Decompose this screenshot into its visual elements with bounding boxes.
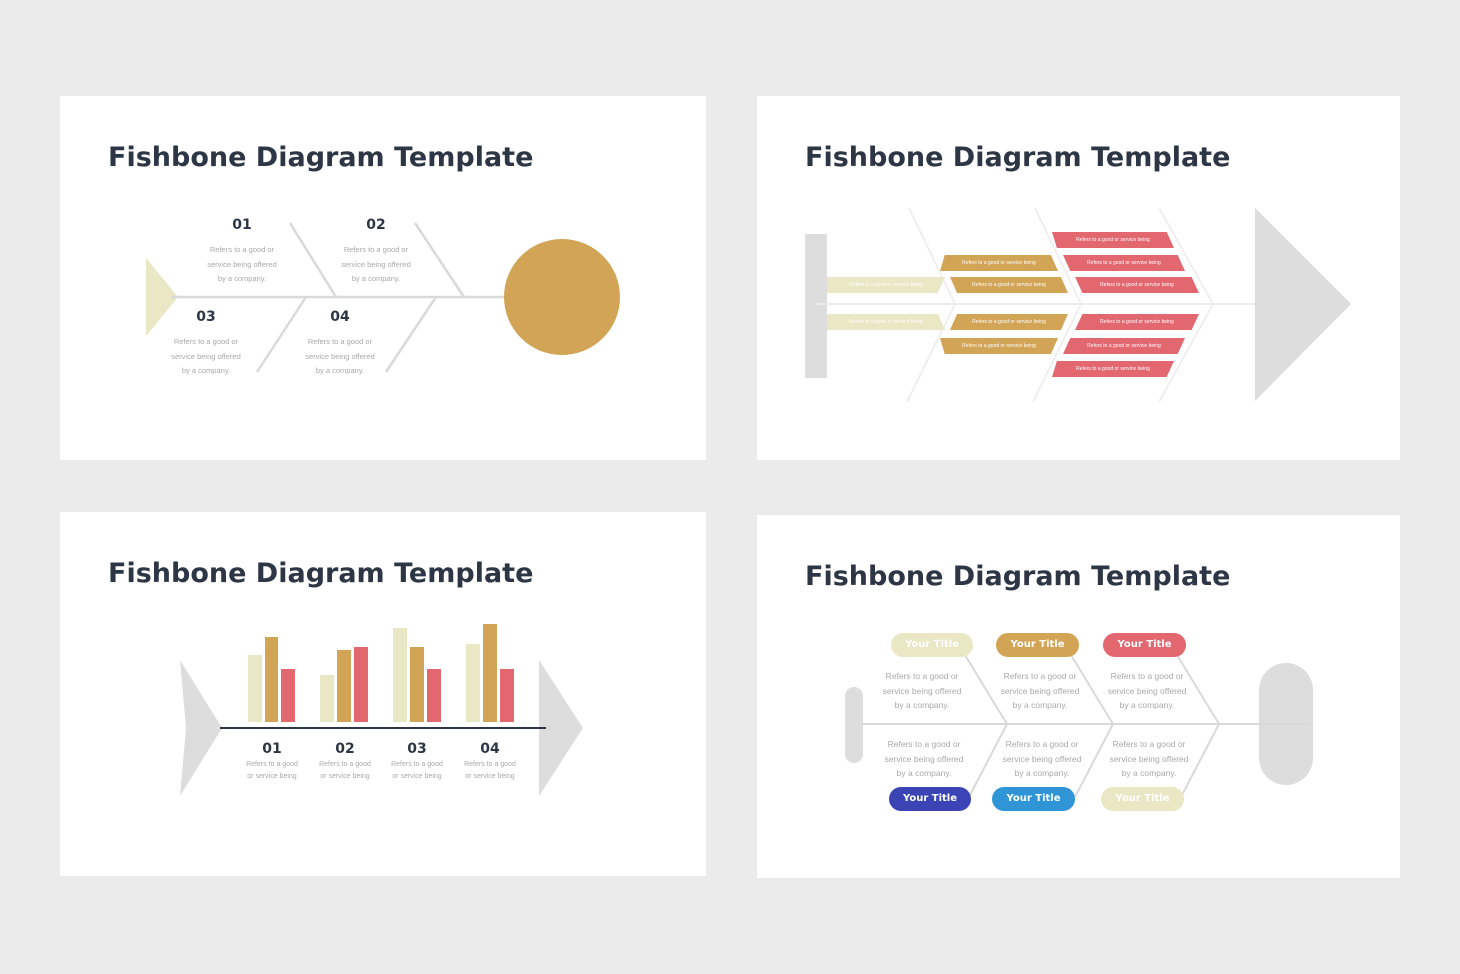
cause-label: Refers to a good or service being xyxy=(827,314,945,330)
fish-tail xyxy=(146,258,178,336)
item-number: 04 xyxy=(330,309,350,325)
fish-head xyxy=(539,660,583,796)
bone-02 xyxy=(413,222,466,298)
item-number: 02 xyxy=(335,741,355,757)
fish-tail xyxy=(180,660,222,796)
item-number: 03 xyxy=(407,741,427,757)
item-number: 01 xyxy=(262,741,282,757)
slide-3: Fishbone Diagram Template 01 Refers to a… xyxy=(60,512,706,876)
bar-red xyxy=(500,669,514,722)
bone-04 xyxy=(384,296,438,373)
slide-1: Fishbone Diagram Template 01 Refers to a… xyxy=(60,96,706,460)
fish-tail xyxy=(845,687,863,763)
slide-2-fishbone xyxy=(805,207,1351,403)
cause-label: Refers to a good or service being xyxy=(1063,338,1185,354)
title-pill-red: Your Title xyxy=(1103,633,1186,657)
bone-chevron-3 xyxy=(1158,207,1215,403)
bar-cream xyxy=(393,628,407,722)
title-pill-blue: Your Title xyxy=(992,787,1075,811)
bar-red xyxy=(354,647,368,722)
fish-head xyxy=(504,239,620,355)
slide-1-title: Fishbone Diagram Template xyxy=(108,142,534,173)
slide-4-title: Fishbone Diagram Template xyxy=(805,561,1231,592)
bone-chevron-3 xyxy=(1176,654,1221,798)
bone-chevron-2 xyxy=(1032,207,1083,403)
slide-2: Fishbone Diagram Template Refers to a go… xyxy=(757,96,1400,460)
item-number: 04 xyxy=(480,741,500,757)
slide-2-title: Fishbone Diagram Template xyxy=(805,142,1231,173)
bar-gold xyxy=(337,650,351,722)
cause-label: Refers to a good or service being xyxy=(1052,361,1174,377)
cause-label: Refers to a good or service being xyxy=(1052,232,1174,248)
slide-4: Fishbone Diagram Template Your Title You… xyxy=(757,515,1400,878)
bar-red xyxy=(281,669,295,722)
fish-head xyxy=(1255,208,1351,401)
bar-gold xyxy=(410,647,424,722)
slide-1-fishbone xyxy=(146,222,620,373)
cause-label: Refers to a good or service being xyxy=(940,338,1058,354)
title-pill-cream: Your Title xyxy=(1101,787,1184,811)
bone-chevron-2 xyxy=(1070,654,1115,798)
bar-gold xyxy=(265,637,278,722)
title-pill-navy: Your Title xyxy=(889,787,971,811)
title-pill-cream: Your Title xyxy=(891,633,973,657)
cause-label: Refers to a good or service being xyxy=(1075,314,1199,330)
bar-cream xyxy=(466,644,480,722)
cause-label: Refers to a good or service being xyxy=(827,277,945,293)
fish-tail-bar xyxy=(805,234,827,378)
cause-label: Refers to a good or service being xyxy=(1075,277,1199,293)
bone-chevron-1 xyxy=(906,207,957,403)
slide-3-title: Fishbone Diagram Template xyxy=(108,558,534,589)
slide-4-fishbone xyxy=(845,654,1313,798)
cause-label: Refers to a good or service being xyxy=(940,255,1058,271)
cause-label: Refers to a good or service being xyxy=(1063,255,1185,271)
bone-01 xyxy=(288,222,338,298)
bone-chevron-1 xyxy=(964,654,1009,798)
bar-cream xyxy=(320,675,334,722)
title-pill-gold: Your Title xyxy=(996,633,1079,657)
cause-label: Refers to a good or service being xyxy=(950,277,1068,293)
item-number: 02 xyxy=(366,217,386,233)
item-number: 03 xyxy=(196,309,216,325)
item-number: 01 xyxy=(232,217,252,233)
bone-03 xyxy=(255,296,308,373)
cause-label: Refers to a good or service being xyxy=(950,314,1068,330)
slide-3-fishbone xyxy=(180,624,583,796)
bar-cream xyxy=(248,655,262,722)
bar-red xyxy=(427,669,441,722)
bar-gold xyxy=(483,624,497,722)
